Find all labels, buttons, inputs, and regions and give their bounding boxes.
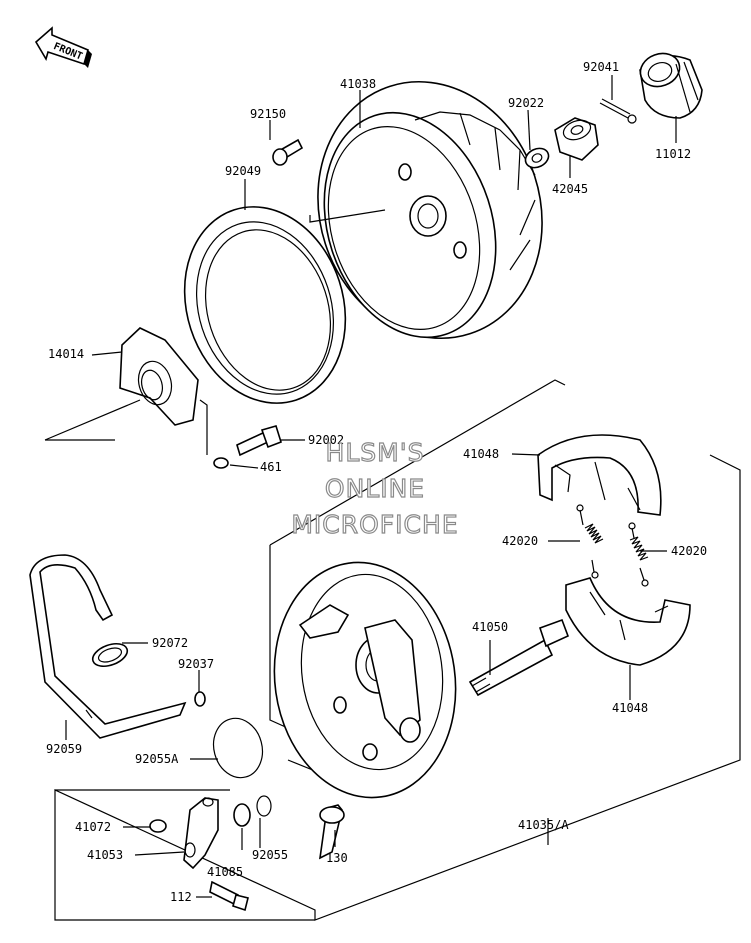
spring-right-part (628, 522, 649, 587)
label-92150: 92150 (250, 107, 286, 121)
label-92049: 92049 (225, 164, 261, 178)
label-41072: 41072 (75, 820, 111, 834)
nut-part (149, 819, 167, 833)
bolt-92002-part (236, 425, 282, 457)
label-41035a: 41035/A (518, 818, 569, 832)
front-arrow-icon: FRONT (34, 26, 92, 68)
brake-shoe-upper-part (537, 434, 662, 516)
watermark-line-1: HLSM'S (326, 438, 425, 467)
brake-shoe-lower-part (565, 577, 691, 666)
brake-lever-part (183, 797, 219, 870)
breather-hose-part (29, 554, 187, 739)
label-92041: 92041 (583, 60, 619, 74)
label-42020-right: 42020 (671, 544, 707, 558)
cap-part (639, 52, 703, 119)
label-42045: 42045 (552, 182, 588, 196)
label-41048-lower: 41048 (612, 701, 648, 715)
label-92037: 92037 (178, 657, 214, 671)
label-130: 130 (326, 851, 348, 865)
spring-left-part (576, 504, 604, 579)
bolt-112-part (209, 880, 249, 912)
cotter-pin-part (599, 98, 637, 124)
backing-plate-part (273, 561, 457, 799)
label-41053: 41053 (87, 848, 123, 862)
leader-lines (44, 75, 677, 898)
label-41048-upper: 41048 (463, 447, 499, 461)
label-42020-left: 42020 (502, 534, 538, 548)
label-461: 461 (260, 460, 282, 474)
label-92055: 92055 (252, 848, 288, 862)
watermark-line-2: ONLINE (325, 474, 425, 503)
camshaft-part (468, 618, 570, 697)
label-92002: 92002 (308, 433, 344, 447)
castle-nut-part (554, 117, 599, 161)
oil-seal-part (183, 206, 347, 404)
washer-part (524, 147, 550, 169)
indicator-washer-part (233, 803, 251, 827)
bolt-part (272, 138, 304, 166)
label-41050: 41050 (472, 620, 508, 634)
label-92072: 92072 (152, 636, 188, 650)
label-92055a: 92055A (135, 752, 179, 766)
o-ring-small-part (256, 795, 272, 817)
cover-plate-part (119, 327, 199, 426)
clip-part (194, 691, 206, 707)
hose-clamp-part (91, 642, 129, 668)
label-112: 112 (170, 890, 192, 904)
label-92022: 92022 (508, 96, 544, 110)
label-11012: 11012 (655, 147, 691, 161)
label-41085: 41085 (207, 865, 243, 879)
brake-drum-part (317, 80, 543, 340)
flange-bolt-part (318, 804, 345, 860)
label-41038: 41038 (340, 77, 376, 91)
lock-washer-part (213, 457, 229, 469)
label-92059: 92059 (46, 742, 82, 756)
label-14014: 14014 (48, 347, 84, 361)
o-ring-large-part (212, 717, 264, 779)
watermark-line-3: MICROFICHE (291, 510, 458, 539)
